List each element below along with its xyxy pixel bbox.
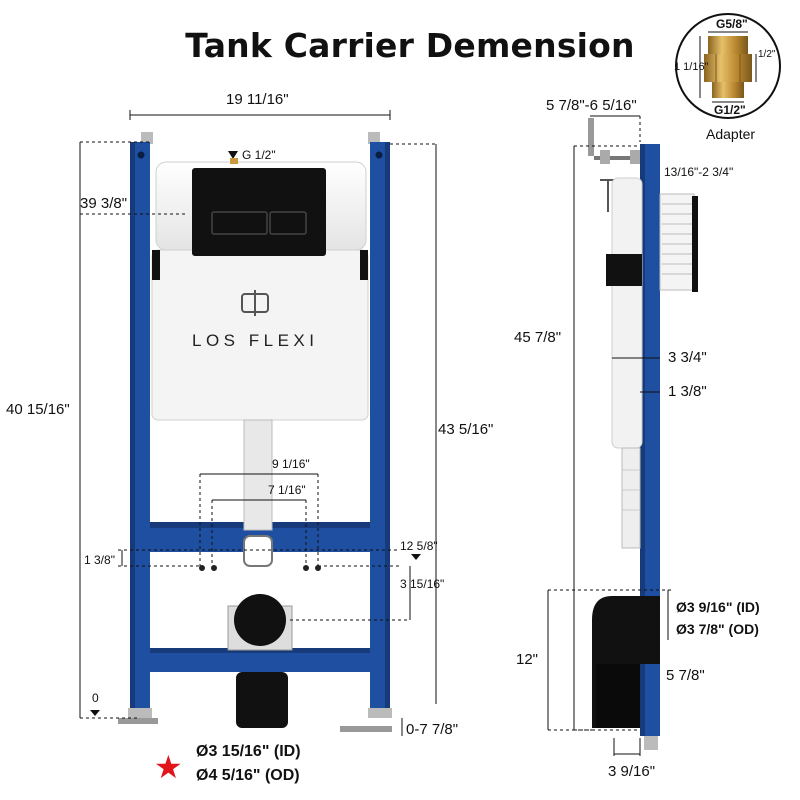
top-tab-left (141, 132, 153, 144)
flush-plate-housing (659, 193, 695, 291)
flush-pipe (243, 419, 273, 531)
adapter-inset (675, 13, 781, 119)
bolt-offset-label: 1 3/8" (84, 553, 115, 567)
adapter-height-label: 1 1/16" (674, 61, 709, 73)
depth-a-label: 3 3/4" (668, 349, 707, 366)
bolt-outer-label: 9 1/16" (272, 457, 310, 471)
brand-name: LOS FLEXI (192, 331, 319, 350)
star-icon: ★ (154, 749, 183, 785)
side-view (547, 115, 698, 756)
drain-id-label: Ø3 15/16" (ID) (196, 743, 301, 760)
foot-adjust-label: 0-7 7/8" (406, 721, 459, 738)
foot-depth-label: 3 9/16" (608, 763, 656, 780)
zero-label: 0 (92, 691, 99, 705)
bolt-inner-label: 7 1/16" (268, 483, 306, 497)
side-tank (611, 177, 643, 449)
foot-right (368, 708, 392, 718)
adapter-bottom-thread (712, 82, 744, 98)
wall-depth-label: 13/16"-2 3/4" (664, 165, 734, 179)
elbow-id-label: Ø3 9/16" (ID) (676, 599, 760, 615)
plate-height-label: 39 3/8" (80, 195, 128, 212)
outlet-pipe-front (234, 594, 286, 646)
diagram-title: Tank Carrier Demension (185, 26, 635, 65)
total-height-label: 45 7/8" (514, 329, 562, 346)
adapter-side-label: 1/2" (758, 49, 776, 60)
elbow-od-label: Ø3 7/8" (OD) (676, 621, 759, 637)
elbow-width-label: 5 7/8" (666, 667, 705, 684)
left-height-label: 40 15/16" (6, 401, 70, 418)
adapter-top-thread-label: G5/8" (716, 17, 748, 31)
adapter-nut-icon (704, 54, 752, 82)
foot-left (128, 708, 152, 718)
drain-pipe-front (236, 672, 288, 728)
bolt-height-label: 12 5/8" (400, 539, 438, 553)
front-view (79, 110, 437, 736)
top-bracket-label: 5 7/8"-6 5/16" (546, 97, 637, 114)
frame-width-label: 19 11/16" (226, 91, 289, 108)
adapter-caption: Adapter (706, 126, 756, 142)
depth-b-label: 1 3/8" (668, 383, 707, 400)
top-tab-right (368, 132, 380, 144)
adapter-bottom-thread-label: G1/2" (714, 103, 746, 117)
outlet-offset-label: 3 15/16" (400, 577, 445, 591)
adapter-top-thread (708, 36, 748, 54)
outlet-height-label: 12" (516, 651, 539, 668)
drain-od-label: Ø4 5/16" (OD) (196, 767, 300, 784)
side-flush-pipe (621, 447, 641, 549)
inlet-thread-label: G 1/2" (242, 148, 276, 162)
right-height-label: 43 5/16" (438, 421, 494, 438)
